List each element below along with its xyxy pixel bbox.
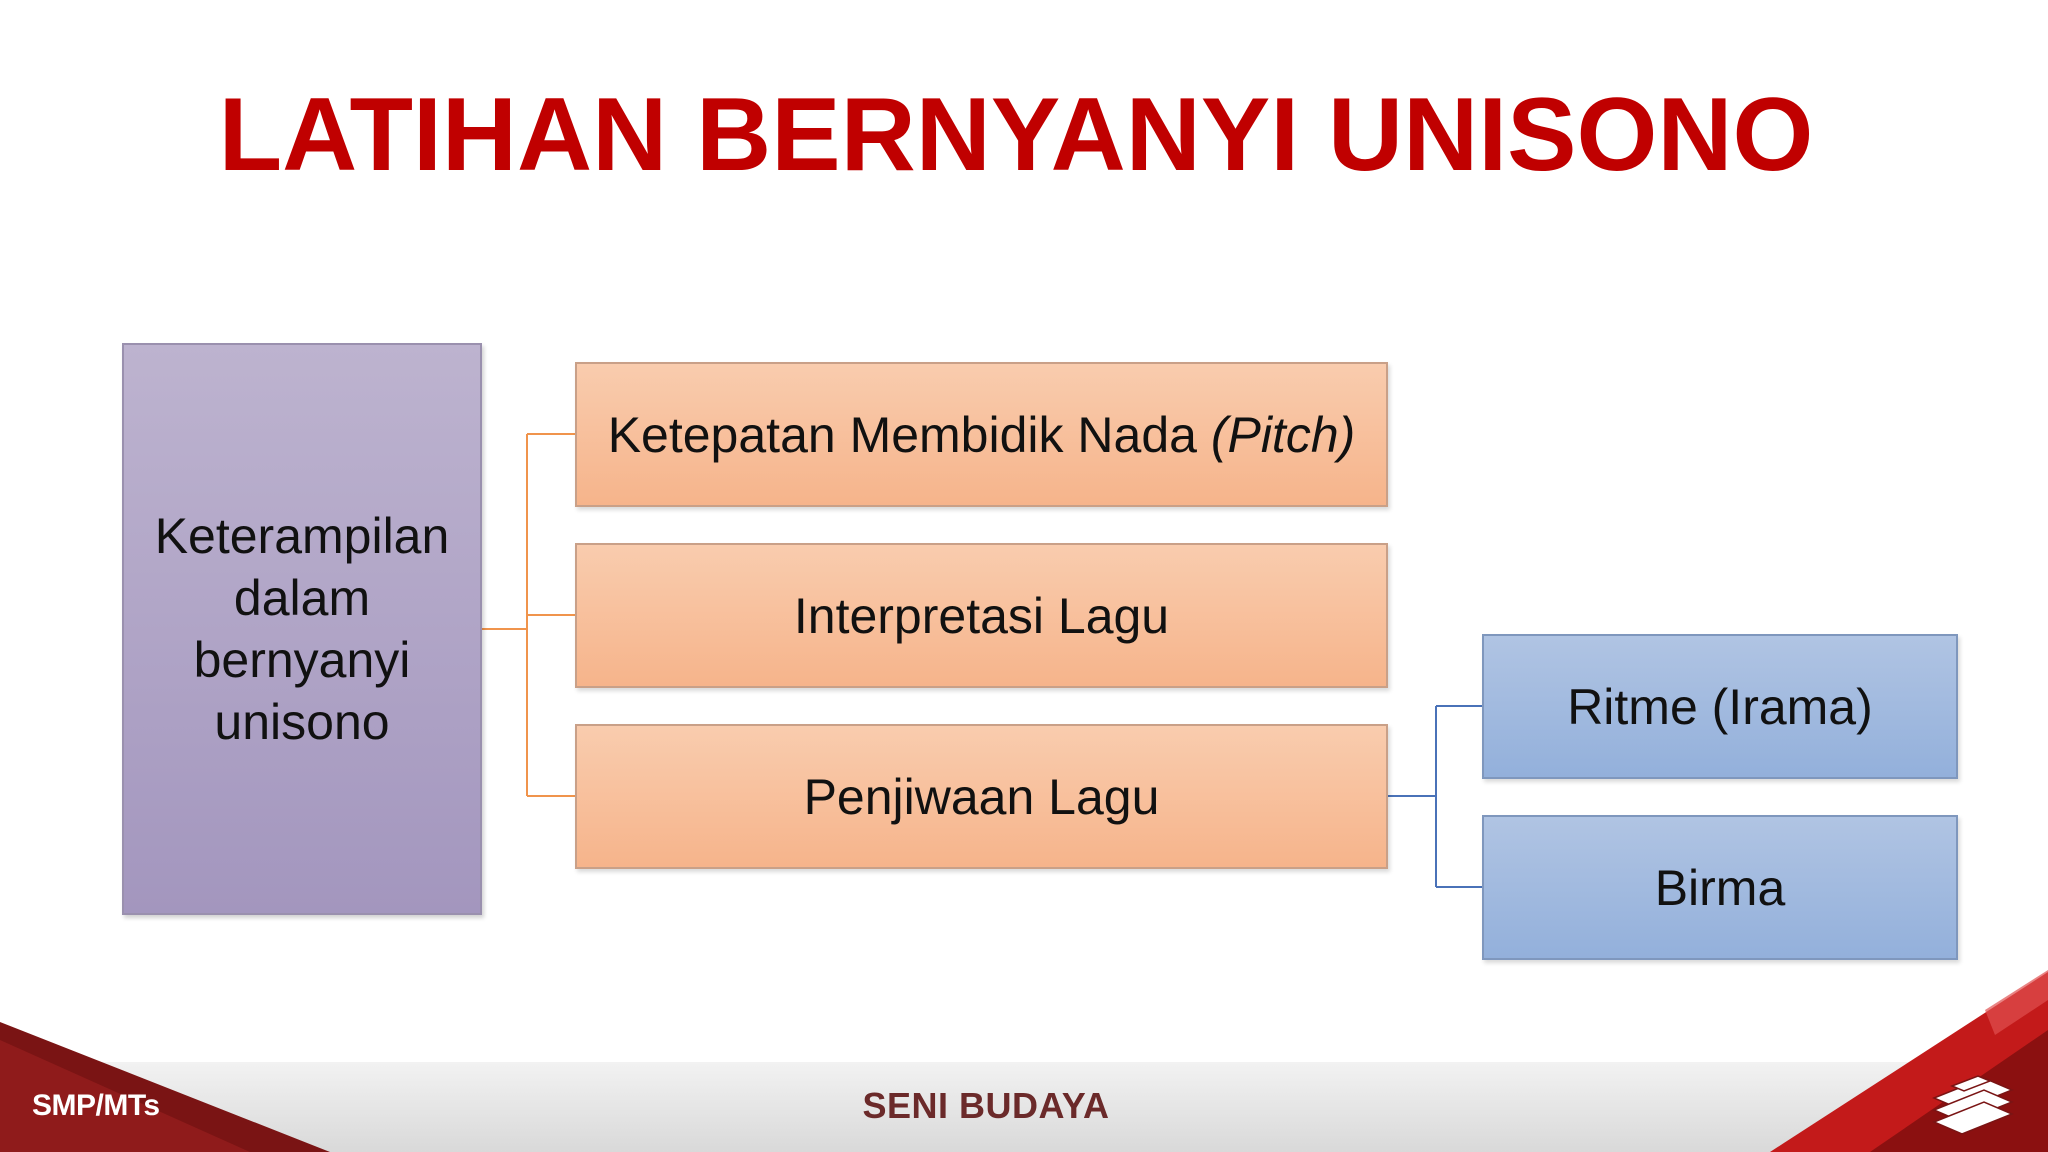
sub-box-ritme: Ritme (Irama) (1482, 634, 1958, 779)
book-stack-icon (1932, 1075, 2014, 1135)
branch-box-interpretasi: Interpretasi Lagu (575, 543, 1388, 688)
branch-label-interpretasi: Interpretasi Lagu (793, 587, 1170, 644)
sub-label-birma: Birma (1654, 859, 1786, 916)
sub-box-birma: Birma (1482, 815, 1958, 960)
blue-connectors (1388, 705, 1482, 888)
footer-school-level: SMP/MTs (32, 1089, 160, 1122)
branch-label-pitch-italic: (Pitch) (1210, 406, 1356, 463)
root-label: Keterampilan dalam bernyanyi unisono (154, 508, 450, 750)
root-box: Keterampilan dalam bernyanyi unisono (122, 343, 482, 915)
footer-right-highlight (1985, 970, 2048, 1035)
footer-left-triangle-inner (0, 1040, 250, 1152)
footer-band (0, 1062, 2048, 1152)
branch-box-pitch: Ketepatan Membidik Nada (Pitch) (575, 362, 1388, 507)
slide-title: LATIHAN BERNYANYI UNISONO (218, 77, 1814, 193)
sub-label-ritme: Ritme (Irama) (1567, 678, 1873, 735)
branch-label-pitch: Ketepatan Membidik Nada (Pitch) (607, 406, 1356, 463)
branch-box-penjiwaan: Penjiwaan Lagu (575, 724, 1388, 869)
orange-connectors (482, 433, 575, 797)
branch-label-penjiwaan: Penjiwaan Lagu (803, 768, 1160, 825)
footer-subject: SENI BUDAYA (862, 1085, 1110, 1126)
